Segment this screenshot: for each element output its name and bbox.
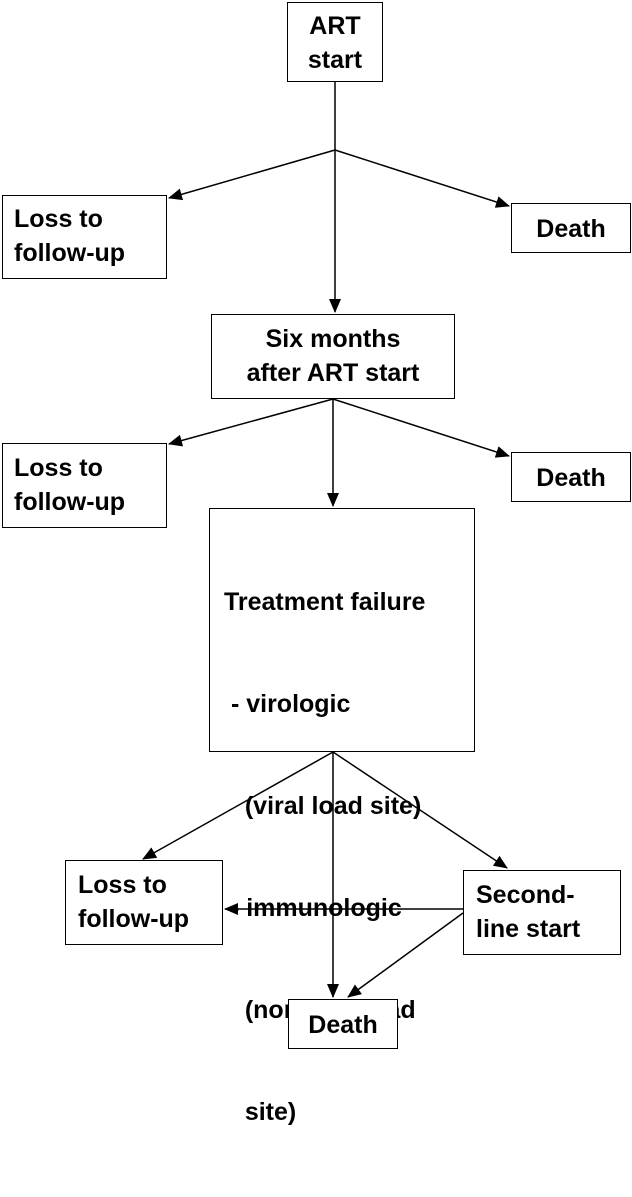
node-second-line-start: Second- line start: [463, 870, 621, 955]
node-six-months-line-1: Six months: [265, 325, 401, 353]
node-death-3: Death: [288, 999, 398, 1049]
edge-art-start-to-death-1: [334, 149, 510, 208]
node-six-months-line-2: after ART start: [246, 359, 420, 387]
node-death-2: Death: [511, 452, 631, 502]
edge-six-months-to-loss-2: [168, 398, 334, 447]
node-loss-1-line-1: Loss to: [14, 205, 103, 233]
edge-treatment-failure-to-second-line: [332, 751, 508, 869]
node-art-start-line-2: start: [307, 46, 363, 74]
node-loss-3-line-2: follow-up: [78, 905, 190, 933]
node-second-line-line-1: Second-: [476, 881, 575, 909]
edges-layer: [142, 82, 510, 998]
edge-second-line-to-death-3: [347, 912, 464, 998]
edge-treatment-failure-to-loss-3: [142, 751, 334, 860]
node-treatment-failure-virologic: - virologic: [224, 690, 351, 718]
node-loss-to-follow-up-3: Loss to follow-up: [65, 860, 223, 945]
node-loss-1-line-2: follow-up: [14, 239, 126, 267]
node-death-1-line-1: Death: [536, 215, 606, 243]
node-treatment-failure-immunologic-detail-2: site): [224, 1098, 297, 1126]
node-treatment-failure: Treatment failure - virologic (viral loa…: [209, 508, 475, 1126]
edge-six-months-to-death-2: [332, 398, 510, 458]
node-loss-2-line-2: follow-up: [14, 488, 126, 516]
node-death-1: Death: [511, 203, 631, 253]
node-art-start: ART start: [287, 2, 383, 82]
node-treatment-failure-virologic-detail: (viral load site): [224, 792, 422, 820]
node-six-months: Six months after ART start: [211, 314, 455, 399]
node-death-2-line-1: Death: [536, 464, 606, 492]
edge-art-start-to-loss-1: [168, 149, 336, 201]
node-loss-2-line-1: Loss to: [14, 454, 103, 482]
node-treatment-failure-immunologic: - immunologic: [224, 894, 402, 922]
flow-diagram: ART start Loss to follow-up Death Six mo…: [2, 2, 631, 1126]
node-art-start-line-1: ART: [309, 12, 361, 40]
node-loss-to-follow-up-2: Loss to follow-up: [2, 443, 167, 528]
node-loss-to-follow-up-1: Loss to follow-up: [2, 195, 167, 279]
node-loss-3-line-1: Loss to: [78, 871, 167, 899]
node-treatment-failure-title: Treatment failure: [224, 588, 426, 616]
node-second-line-line-2: line start: [476, 915, 581, 943]
node-death-3-line-1: Death: [308, 1011, 378, 1039]
